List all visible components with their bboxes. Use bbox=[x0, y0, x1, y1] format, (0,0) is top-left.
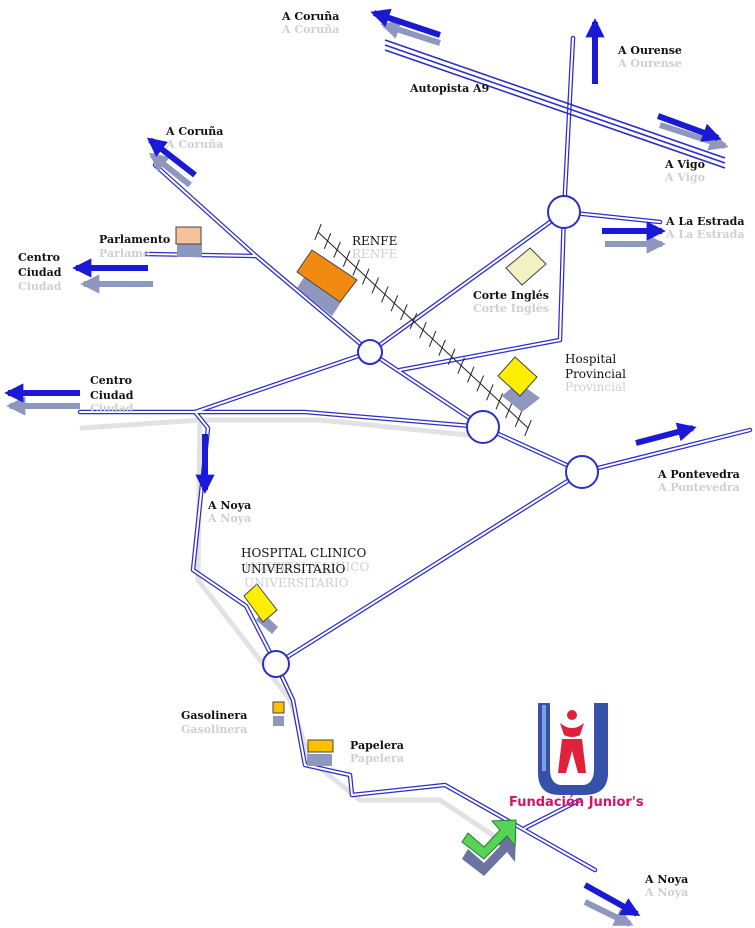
label-coruna-left: A Coruña bbox=[165, 125, 223, 138]
svg-text:A Ourense: A Ourense bbox=[617, 57, 682, 70]
label-corte-ingles: Corte Inglés bbox=[473, 289, 549, 302]
label-ourense: A Ourense bbox=[617, 44, 682, 57]
corte-ingles-building bbox=[505, 247, 547, 286]
label-hospital-provincial-line1: Hospital bbox=[565, 352, 616, 366]
arrow-vigo-icon bbox=[656, 113, 722, 142]
svg-text:Parlame: Parlame bbox=[99, 247, 150, 260]
label-hospital-clinico-line2: UNIVERSITARIO bbox=[241, 562, 346, 576]
svg-text:RENFE: RENFE bbox=[352, 247, 397, 261]
railway-track-icon bbox=[314, 223, 532, 437]
railway-tie bbox=[314, 223, 322, 241]
renfe-station-building bbox=[296, 249, 358, 303]
roundabout-icon bbox=[565, 455, 599, 489]
labels: A Coruña A Coruña A Ourense A Ourense Au… bbox=[18, 10, 744, 899]
label-noya-mid: A Noya bbox=[207, 499, 251, 512]
svg-text:Provincial: Provincial bbox=[565, 380, 626, 394]
railway-tie bbox=[409, 313, 418, 330]
svg-text:A La Estrada: A La Estrada bbox=[665, 228, 744, 241]
svg-text:A Coruña: A Coruña bbox=[281, 23, 339, 36]
label-centro-2-line1: Centro bbox=[90, 374, 132, 387]
railway-tie bbox=[390, 295, 399, 312]
label-renfe: RENFE bbox=[352, 234, 397, 248]
railway-tie bbox=[428, 330, 437, 347]
arrow-pontevedra-icon bbox=[635, 422, 697, 446]
arrow-coruna-left-icon bbox=[146, 137, 197, 178]
railway-tie bbox=[333, 241, 341, 258]
svg-text:HOSPITAL CLINICO: HOSPITAL CLINICO bbox=[244, 560, 369, 574]
roundabout-icon bbox=[357, 339, 383, 365]
svg-text:A Pontevedra: A Pontevedra bbox=[657, 481, 740, 494]
fundacion-juniors-logo-icon bbox=[538, 703, 608, 795]
destination-check-arrow-icon bbox=[461, 819, 517, 876]
parlamento-building bbox=[175, 226, 202, 245]
svg-text:Gasolinera: Gasolinera bbox=[181, 723, 247, 736]
autopista-a9-road bbox=[384, 39, 726, 169]
arrow-coruna-top-icon bbox=[370, 8, 441, 38]
label-fundacion-juniors: Fundación Junior's bbox=[509, 795, 644, 810]
label-gasolinera: Gasolinera bbox=[181, 709, 247, 722]
label-papelera: Papelera bbox=[350, 739, 404, 752]
papelera-building bbox=[307, 739, 334, 753]
railway-tie bbox=[447, 348, 456, 365]
road-shadows bbox=[79, 417, 503, 843]
label-noya-bottom: A Noya bbox=[644, 873, 688, 886]
roundabout-icon bbox=[262, 650, 290, 678]
roundabouts bbox=[262, 195, 599, 678]
roundabout-icon bbox=[547, 195, 581, 229]
label-vigo: A Vigo bbox=[664, 158, 705, 171]
label-hospital-provincial-line2: Provincial bbox=[565, 367, 626, 381]
railway-tie bbox=[438, 339, 446, 356]
railway-tie bbox=[400, 304, 408, 321]
svg-text:UNIVERSITARIO: UNIVERSITARIO bbox=[244, 576, 349, 590]
railway-tie bbox=[476, 375, 485, 392]
label-centro-1-line2: Ciudad bbox=[18, 266, 62, 279]
label-estrada: A La Estrada bbox=[665, 215, 744, 228]
label-centro-2-line2: Ciudad bbox=[90, 389, 134, 402]
railway-tie bbox=[457, 357, 465, 374]
roads bbox=[77, 35, 753, 873]
railway-tie bbox=[486, 384, 494, 401]
svg-text:A Coruña: A Coruña bbox=[165, 138, 223, 151]
railway-tie bbox=[495, 393, 504, 410]
svg-text:Corte Inglés: Corte Inglés bbox=[473, 302, 549, 315]
label-coruna-top: A Coruña bbox=[281, 10, 339, 23]
buildings bbox=[175, 226, 547, 766]
railway-tie bbox=[514, 411, 523, 428]
railway-tie bbox=[419, 321, 427, 339]
railway-tie bbox=[371, 277, 380, 294]
label-centro-1-line1: Centro bbox=[18, 251, 60, 264]
label-parlamento: Parlamento bbox=[99, 233, 170, 246]
arrow-noya-bottom-icon bbox=[583, 882, 641, 917]
hospital-clinico-building bbox=[243, 583, 278, 623]
roundabout-icon bbox=[466, 410, 500, 444]
hospital-provincial-building bbox=[497, 356, 538, 397]
svg-text:A Noya: A Noya bbox=[644, 886, 688, 899]
svg-text:Ciudad: Ciudad bbox=[18, 280, 62, 293]
svg-text:A Vigo: A Vigo bbox=[664, 171, 705, 184]
svg-text:Papelera: Papelera bbox=[350, 752, 404, 765]
railway-tie bbox=[381, 286, 389, 303]
railway-tie bbox=[342, 250, 351, 267]
railway-tie bbox=[361, 268, 370, 285]
label-pontevedra: A Pontevedra bbox=[657, 468, 740, 481]
railway-tie bbox=[466, 366, 475, 383]
railway-tie bbox=[323, 232, 332, 249]
railway-tie bbox=[505, 402, 513, 419]
railway-tie bbox=[352, 259, 360, 276]
railway-tie bbox=[524, 419, 532, 437]
label-hospital-clinico-line1: HOSPITAL CLINICO bbox=[241, 546, 366, 560]
label-autopista-a9: Autopista A9 bbox=[409, 82, 489, 95]
svg-text:Ciudad: Ciudad bbox=[90, 402, 134, 415]
svg-text:A Noya: A Noya bbox=[207, 512, 251, 525]
gasolinera-building bbox=[272, 701, 285, 714]
direction-arrows bbox=[4, 8, 729, 927]
